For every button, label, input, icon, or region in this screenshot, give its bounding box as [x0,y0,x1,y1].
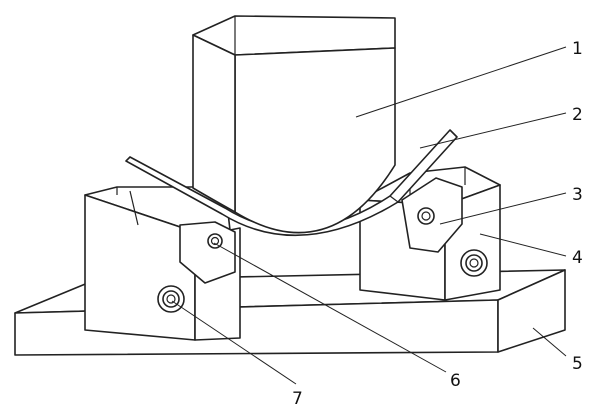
right-bolt [460,249,488,277]
callout-6: 6 [450,371,461,391]
leader-lines [171,46,567,385]
right-clamp-plate [401,177,463,253]
left-clamp-plate [179,221,236,284]
callout-3: 3 [572,185,583,205]
left-bolt [157,285,185,313]
callout-1: 1 [572,39,583,59]
callout-5: 5 [572,354,583,374]
punch-upper-die [192,15,396,234]
callout-2: 2 [572,105,583,125]
callout-4: 4 [572,248,583,268]
callout-7: 7 [292,389,303,409]
